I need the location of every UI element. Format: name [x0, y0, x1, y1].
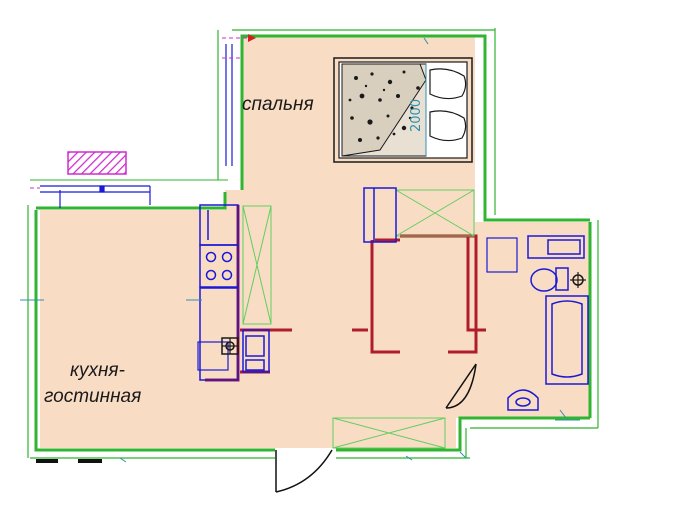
arrow-marker	[248, 34, 256, 42]
toilet	[530, 267, 569, 292]
bedroom-wardrobe	[363, 187, 397, 243]
room-label-living-line1: кухня-	[70, 360, 125, 381]
outer-walls	[27, 28, 599, 459]
fridge	[242, 329, 270, 373]
bathroom-sink-top	[527, 235, 585, 259]
bed: 2000	[333, 57, 473, 163]
kitchen-sink	[197, 337, 239, 371]
hatched-element	[67, 151, 127, 175]
room-label-bedroom: спальня	[242, 94, 314, 115]
bathroom-door	[445, 363, 477, 409]
entrance-door	[275, 449, 333, 493]
stove	[205, 251, 233, 281]
axis-markers	[30, 37, 250, 189]
washbasin	[507, 389, 539, 411]
window-bedroom	[225, 44, 233, 166]
room-label-living-line2: гостинная	[44, 386, 141, 407]
bath-valve	[570, 272, 586, 288]
washing-machine	[486, 237, 518, 273]
bed-size-label: 2000	[409, 99, 424, 132]
bathtub	[545, 295, 589, 385]
kitchen-counter	[199, 204, 239, 381]
built-in-cabinets	[242, 189, 475, 449]
dimension-ticks	[20, 37, 580, 463]
window-living	[40, 185, 151, 208]
